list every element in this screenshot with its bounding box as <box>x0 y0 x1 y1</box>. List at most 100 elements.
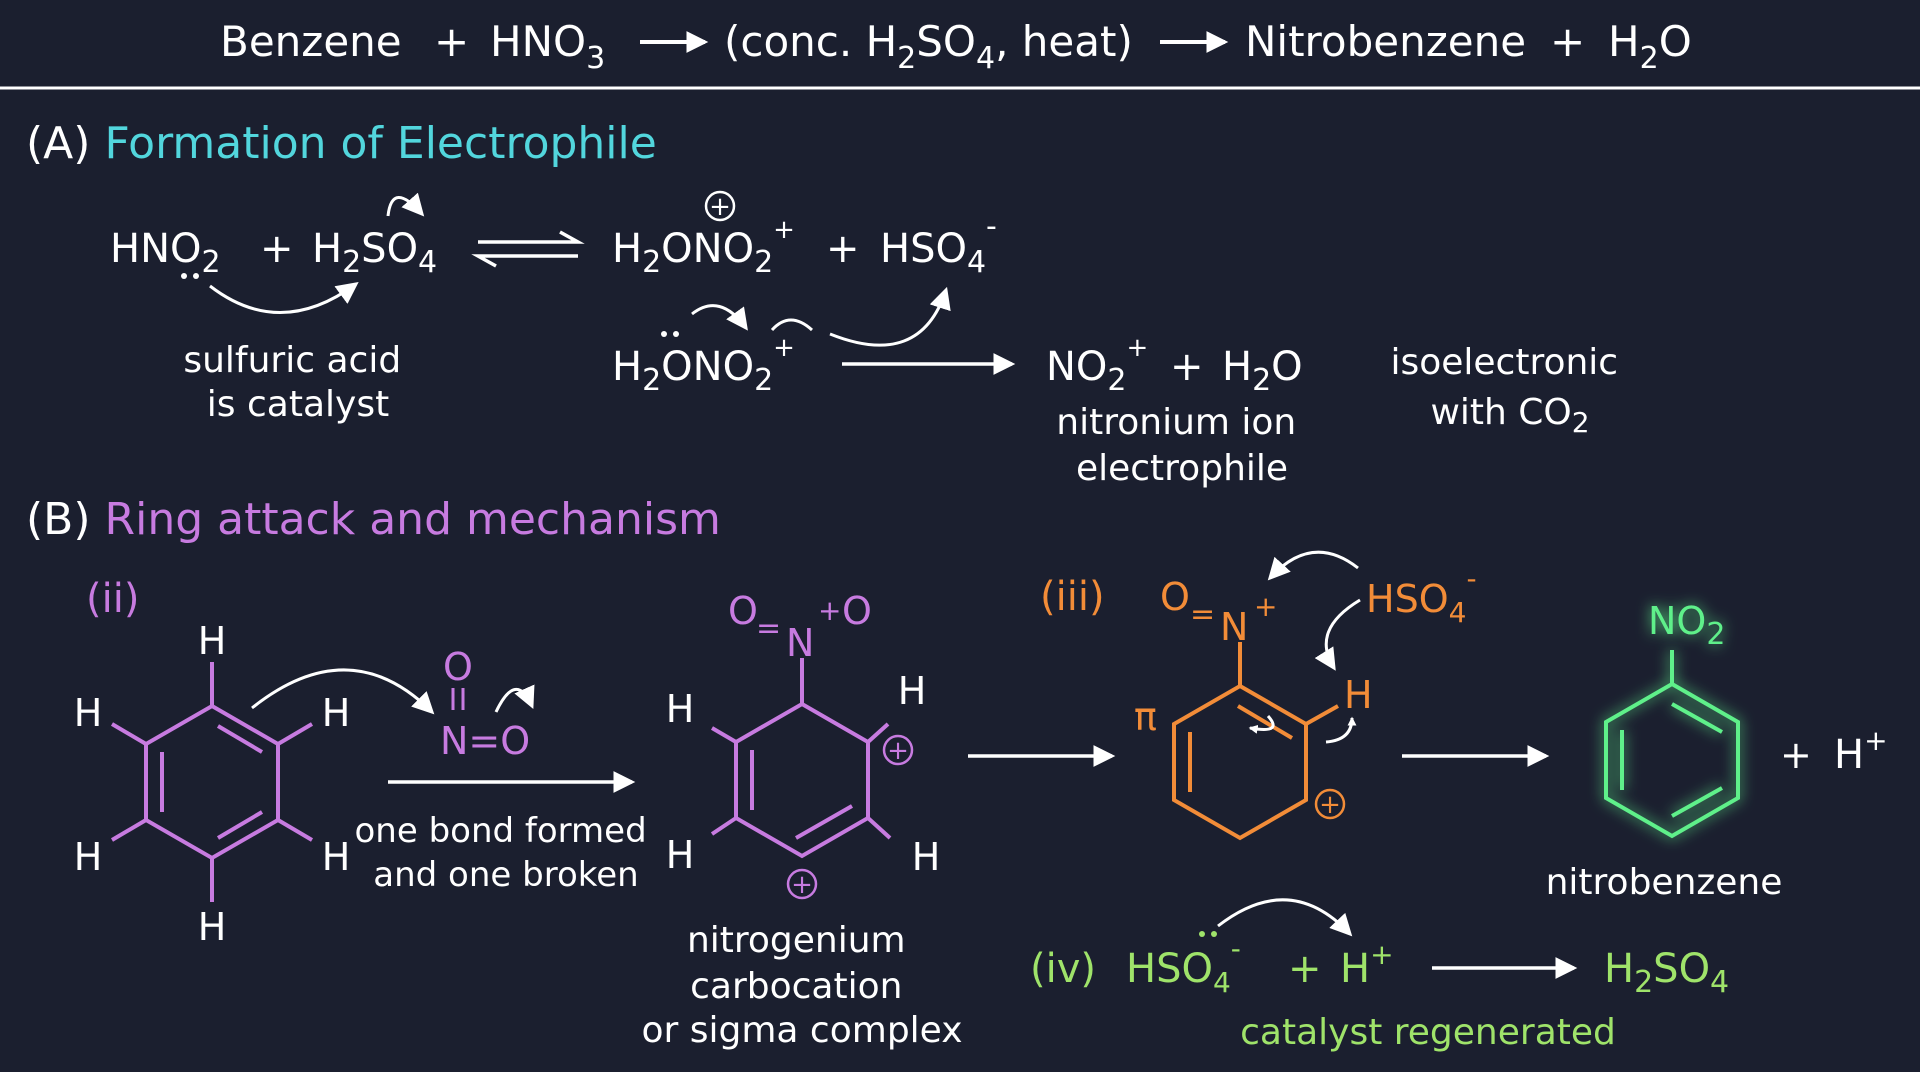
sigma-complex-ring <box>710 658 892 859</box>
curved-arrow <box>1217 898 1353 937</box>
reactant-nitric-acid: HNO3 <box>490 17 605 76</box>
curved-arrow <box>209 282 359 314</box>
hydrogen-atom: H <box>1344 673 1373 717</box>
lone-pair-dot <box>673 331 679 337</box>
nitrobenzene-caption: nitrobenzene <box>1546 862 1783 903</box>
plus-sign: + <box>260 226 294 272</box>
curved-arrow <box>1267 550 1359 581</box>
base-hydrogen-sulfate: HSO4- <box>1366 562 1477 629</box>
plus-sign: + <box>1550 17 1585 66</box>
isoelectronic-note: isoelectronic with CO2 <box>1390 342 1629 439</box>
section-b-heading: (B)Ring attack and mechanism <box>26 494 721 545</box>
hydrogen-atom: H <box>198 905 227 949</box>
reaction-conditions: (conc. H2SO4, heat) <box>724 17 1133 76</box>
step-iii-ring <box>1172 642 1339 841</box>
svg-text:=: = <box>756 611 781 646</box>
hydrogen-atom: H <box>322 691 351 735</box>
hydrogen-atom: H <box>322 835 351 879</box>
nitro-group-label: NO2 <box>1648 599 1725 652</box>
nitrite-o-top: O <box>443 645 473 689</box>
nitronium-formation-equation: H2ONO2+ NO2+ + H2O <box>612 331 1303 398</box>
lone-pair-dot <box>1211 931 1217 937</box>
formal-charge: + <box>709 192 731 222</box>
curved-arrow <box>251 668 435 715</box>
product-water: H2O <box>1608 17 1692 76</box>
sigma-complex-caption: nitrogenium carbocation or sigma complex <box>641 920 962 1051</box>
hydrogen-atom: H <box>898 669 927 713</box>
nitro-oxygen: O <box>1160 575 1190 619</box>
equilibrium-arrow-forward <box>478 230 585 244</box>
curved-arrow <box>386 192 425 217</box>
equilibrium-arrow-reverse <box>471 254 578 268</box>
plus-sign: + <box>434 17 469 66</box>
plus-sign: + <box>1288 946 1322 992</box>
nitronium-caption: nitronium ion electrophile <box>1056 402 1307 489</box>
nitrous-acid: HNO2 <box>110 226 221 280</box>
carbocation-charge-circle <box>786 868 818 900</box>
lone-pair-dot <box>661 331 667 337</box>
step-iv-label: (iv) <box>1030 946 1096 992</box>
nitrobenzene-ring <box>1604 650 1740 839</box>
bond-note: one bond formed and one broken <box>355 811 658 895</box>
hydrogen-sulfate-ion: HSO4- <box>1126 932 1241 999</box>
reactant-benzene: Benzene <box>220 17 402 66</box>
water: H2O <box>1222 344 1303 398</box>
nitro-charge: + <box>1254 590 1277 623</box>
svg-text:+: + <box>818 594 841 627</box>
hydrogen-atom: H <box>74 835 103 879</box>
curved-arrow <box>829 286 951 347</box>
svg-text:N: N <box>786 621 814 665</box>
ring-charge-circle <box>1314 788 1346 820</box>
protonated-nitrous-acid: H2ONO2+ <box>612 333 795 398</box>
nitro-double-bond: = <box>1190 597 1215 632</box>
svg-text:O: O <box>842 589 872 633</box>
regenerated-sulfuric-acid: H2SO4 <box>1604 946 1729 1000</box>
hydrogen-atom: H <box>666 687 695 731</box>
curved-arrow <box>494 684 535 713</box>
hydrogen-atom: H <box>912 835 941 879</box>
ring-charge: + <box>1319 790 1341 820</box>
carbocation-charge-circle <box>882 734 914 766</box>
catalyst-note: sulfuric acid is catalyst <box>183 340 412 425</box>
sulfuric-acid: H2SO4 <box>312 226 437 280</box>
formal-charge-circle <box>704 190 736 222</box>
proton: H+ <box>1340 938 1394 992</box>
curved-arrow <box>770 318 814 332</box>
nitro-nitrogen: N <box>1220 605 1248 649</box>
carbocation-charge: + <box>791 870 813 900</box>
step-iii-label: (iii) <box>1040 574 1105 620</box>
catalyst-caption: catalyst regenerated <box>1240 1012 1616 1053</box>
hydrogen-atom: H <box>666 833 695 877</box>
nitronium-ion: NO2+ <box>1046 333 1148 398</box>
pi-symbol: π <box>1134 695 1157 739</box>
step-ii-label: (ii) <box>86 576 139 622</box>
carbocation-charge: + <box>887 736 909 766</box>
hydrogen-sulfate: HSO4- <box>880 209 997 280</box>
svg-text:O: O <box>728 589 758 633</box>
curved-arrow <box>1314 598 1361 671</box>
plus-sign: + <box>1780 733 1812 777</box>
section-a-heading: (A)Formation of Electrophile <box>26 118 657 169</box>
protonated-nitrous-acid: H2ONO2+ <box>612 215 795 280</box>
section-a: (A)Formation of Electrophile HNO2 + H2SO… <box>26 118 1629 489</box>
plus-sign: + <box>826 226 860 272</box>
lone-pair-dot <box>1199 931 1205 937</box>
nitro-group-sigma: O = N + O <box>728 589 872 665</box>
catalyst-regeneration: (iv) HSO4- + H+ H2SO4 catalyst regenerat… <box>1030 931 1729 1053</box>
product-nitrobenzene: Nitrobenzene <box>1245 17 1526 66</box>
proton: H+ <box>1834 724 1888 778</box>
overall-equation: Benzene + HNO3 (conc. H2SO4, heat) Nitro… <box>220 17 1692 76</box>
lone-pair-dot <box>181 273 187 279</box>
plus-sign: + <box>1170 344 1204 390</box>
equilibrium-equation: HNO2 + H2SO4 H2ONO2+ + + HSO4- <box>110 190 997 280</box>
hydrogen-atom: H <box>198 619 227 663</box>
benzene-ring <box>110 662 314 902</box>
section-b: (B)Ring attack and mechanism (ii) H H H … <box>26 494 1888 1053</box>
nitrite-n-o: N=O <box>440 719 530 763</box>
curved-arrow <box>691 304 748 331</box>
curved-arrow <box>1325 716 1357 744</box>
lone-pair-dot <box>193 273 199 279</box>
curved-arrow <box>1248 715 1275 734</box>
hydrogen-atom: H <box>74 691 103 735</box>
